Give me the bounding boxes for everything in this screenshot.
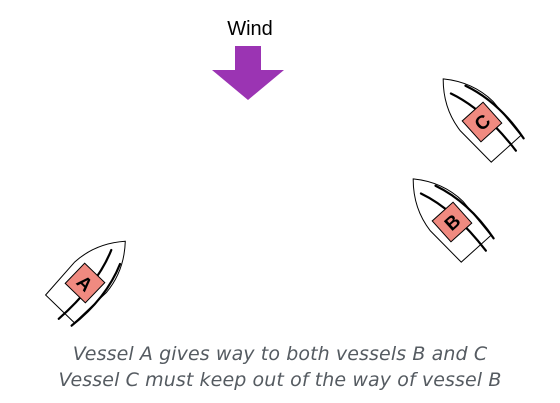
vessel-b: B (395, 163, 499, 271)
caption-line-2: Vessel C must keep out of the way of ves… (58, 369, 502, 391)
wind-arrow-icon (212, 46, 284, 100)
wind-indicator: Wind (212, 18, 284, 100)
wind-label: Wind (227, 18, 273, 40)
vessel-c-cabin (461, 101, 503, 143)
vessel-a-cabin (64, 262, 106, 304)
vessel-a: A (37, 224, 143, 332)
vessel-b-cabin (431, 201, 473, 243)
vessel-c: C (425, 63, 529, 171)
caption-line-1: Vessel A gives way to both vessels B and… (72, 343, 488, 365)
